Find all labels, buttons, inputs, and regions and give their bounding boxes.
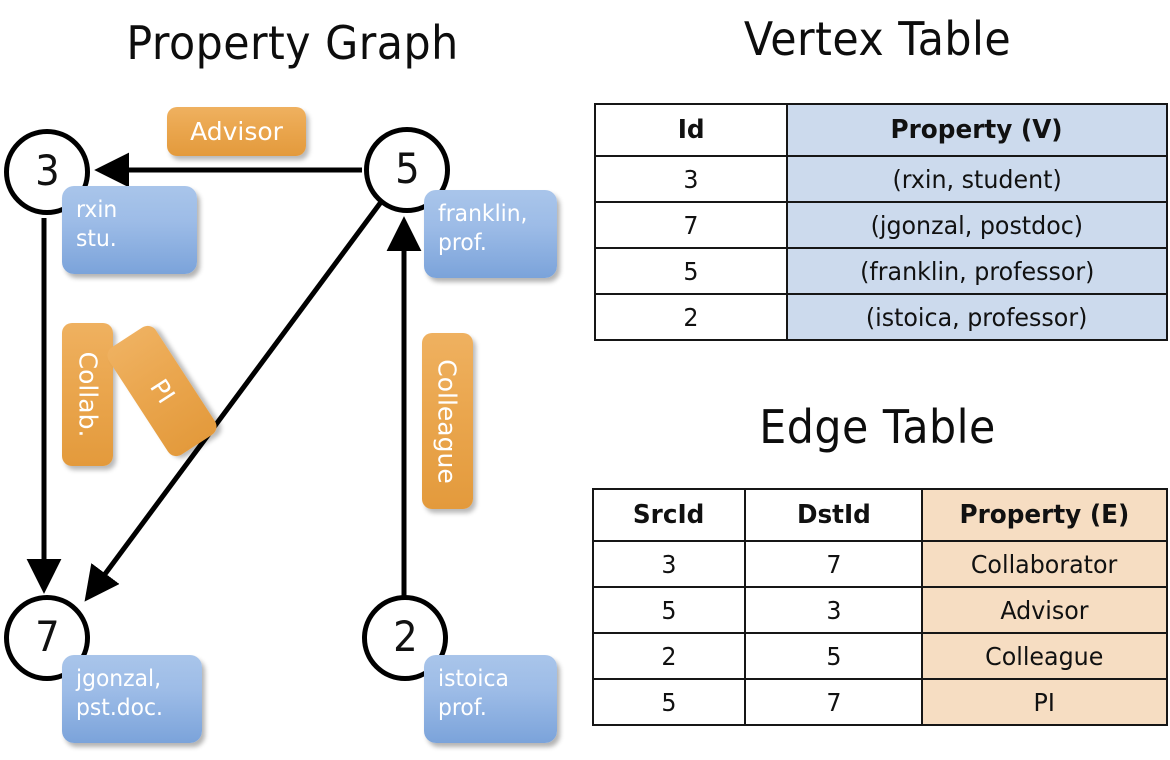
vertex-2-property-line-1: istoica bbox=[438, 666, 509, 692]
edge-row-3-src: 5 bbox=[592, 678, 746, 726]
edge-row-1-property: Advisor bbox=[921, 586, 1168, 634]
vertex-5-id: 5 bbox=[394, 144, 420, 193]
property-graph-diagram: 3 5 7 2 rxin stu. franklin, prof. jgonza… bbox=[4, 107, 557, 743]
edge-arrow-pi bbox=[84, 200, 384, 602]
page-title-vertex-table: Vertex Table bbox=[743, 12, 1012, 66]
edge-row-2-src: 2 bbox=[592, 632, 746, 680]
vertex-row-3-id: 2 bbox=[594, 293, 788, 341]
edge-table: SrcId DstId Property (E) 3 7 Collaborato… bbox=[592, 488, 1168, 726]
vertex-row-3-property: (istoica, professor) bbox=[786, 293, 1168, 341]
table-row: 2 5 Colleague bbox=[592, 632, 1168, 680]
vertex-2-property-line-2: prof. bbox=[438, 694, 487, 721]
vertex-7-property-line-1: jgonzal, bbox=[76, 666, 162, 692]
edge-label-collab: Collab. bbox=[62, 323, 113, 466]
vertex-2-property-callout: istoica prof. bbox=[424, 655, 557, 743]
vertex-row-1-id: 7 bbox=[594, 201, 788, 249]
edge-table-header-row: SrcId DstId Property (E) bbox=[592, 488, 1168, 542]
vertex-7-property-line-2: pst.doc. bbox=[76, 694, 163, 721]
edge-row-0-dst: 7 bbox=[744, 540, 923, 588]
table-row: 5 7 PI bbox=[592, 678, 1168, 726]
vertex-7-id: 7 bbox=[34, 612, 60, 661]
graph-vertex-2[interactable]: 2 bbox=[362, 595, 448, 681]
vertex-row-1-property: (jgonzal, postdoc) bbox=[786, 201, 1168, 249]
edge-table-header-srcid: SrcId bbox=[592, 488, 746, 542]
edge-label-colleague: Colleague bbox=[422, 333, 473, 509]
edge-label-advisor: Advisor bbox=[167, 107, 306, 156]
vertex-table-header-id: Id bbox=[594, 103, 788, 157]
vertex-row-2-id: 5 bbox=[594, 247, 788, 295]
edge-row-2-property: Colleague bbox=[921, 632, 1168, 680]
edge-label-advisor-text: Advisor bbox=[190, 117, 283, 146]
graph-edges-svg bbox=[26, 152, 422, 602]
table-row: 5 3 Advisor bbox=[592, 586, 1168, 634]
vertex-row-0-id: 3 bbox=[594, 155, 788, 203]
edge-row-3-dst: 7 bbox=[744, 678, 923, 726]
edge-label-pi-text: PI bbox=[143, 373, 181, 409]
edge-row-0-src: 3 bbox=[592, 540, 746, 588]
vertex-table: Id Property (V) 3 (rxin, student) 7 (jgo… bbox=[594, 103, 1168, 341]
edge-row-3-property: PI bbox=[921, 678, 1168, 726]
vertex-5-property-callout: franklin, prof. bbox=[424, 190, 557, 278]
vertex-3-property-line-1: rxin bbox=[76, 197, 118, 223]
edge-row-2-dst: 5 bbox=[744, 632, 923, 680]
edge-table-header-property: Property (E) bbox=[921, 488, 1168, 542]
table-row: 3 7 Collaborator bbox=[592, 540, 1168, 588]
vertex-table-header-property: Property (V) bbox=[786, 103, 1168, 157]
edge-label-colleague-text: Colleague bbox=[433, 358, 463, 484]
table-row: 7 (jgonzal, postdoc) bbox=[594, 201, 1168, 249]
edge-row-1-dst: 3 bbox=[744, 586, 923, 634]
edge-label-collab-text: Collab. bbox=[73, 351, 102, 438]
table-row: 2 (istoica, professor) bbox=[594, 293, 1168, 341]
table-row: 3 (rxin, student) bbox=[594, 155, 1168, 203]
vertex-row-0-property: (rxin, student) bbox=[786, 155, 1168, 203]
table-row: 5 (franklin, professor) bbox=[594, 247, 1168, 295]
edge-row-1-src: 5 bbox=[592, 586, 746, 634]
vertex-row-2-property: (franklin, professor) bbox=[786, 247, 1168, 295]
graph-vertex-5[interactable]: 5 bbox=[364, 127, 450, 213]
vertex-3-property-callout: rxin stu. bbox=[62, 186, 197, 274]
vertex-7-property-callout: jgonzal, pst.doc. bbox=[62, 655, 202, 743]
vertex-3-id: 3 bbox=[34, 146, 60, 195]
page-title-edge-table: Edge Table bbox=[759, 400, 996, 454]
vertex-2-id: 2 bbox=[392, 612, 418, 661]
vertex-table-header-row: Id Property (V) bbox=[594, 103, 1168, 157]
vertex-5-property-line-2: prof. bbox=[438, 229, 487, 256]
edge-row-0-property: Collaborator bbox=[921, 540, 1168, 588]
page-title-property-graph: Property Graph bbox=[126, 16, 459, 70]
vertex-5-property-line-1: franklin, bbox=[438, 201, 528, 227]
edge-table-header-dstid: DstId bbox=[744, 488, 923, 542]
vertex-3-property-line-2: stu. bbox=[76, 225, 117, 252]
